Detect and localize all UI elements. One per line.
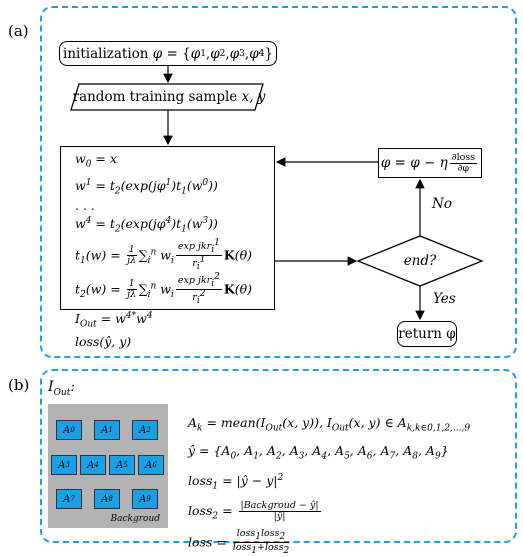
panel-b-label: (b) — [8, 376, 30, 394]
no-label: No — [432, 196, 452, 212]
sample-text: random training sample — [72, 89, 238, 105]
init-text: initialization — [63, 45, 149, 62]
panel-a-frame — [40, 6, 517, 358]
return-node: return φ — [397, 321, 457, 347]
panel-b-frame — [40, 369, 517, 543]
update-text: φ = φ − η — [380, 155, 448, 171]
sample-node: random training sample x, y — [72, 89, 266, 105]
decision-diamond — [356, 235, 484, 287]
decision-label: end? — [403, 253, 437, 269]
algorithm-box: w0 = x w1 = t2(exp(jφ1)t1(w0)) . . . w4 … — [60, 146, 275, 349]
panel-b-title-main: I — [48, 379, 54, 395]
background-label: Backgroud — [110, 514, 160, 524]
panel-b-title: IOut: — [48, 379, 76, 398]
panel-b-title-sub: Out — [53, 387, 71, 398]
panel-a-label: (a) — [8, 22, 29, 40]
sample-parallelogram — [70, 83, 264, 111]
yes-label: Yes — [433, 291, 456, 307]
equations: Ak = mean(IOut(x, y)), IOut(x, y) ∈ Ak,k… — [188, 415, 471, 557]
update-node: φ = φ − η∂loss∂φ — [378, 148, 482, 178]
